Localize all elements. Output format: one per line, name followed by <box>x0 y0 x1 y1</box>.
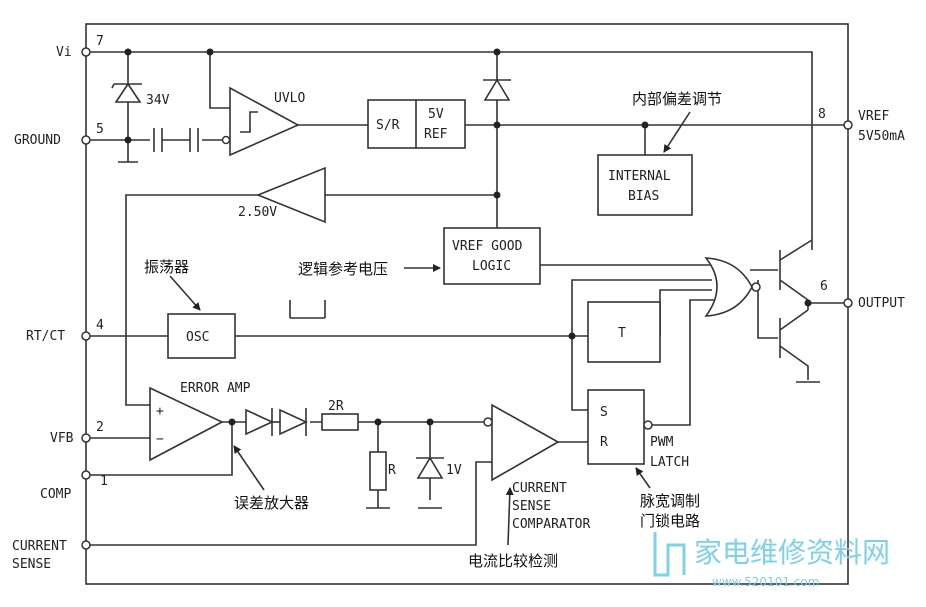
lower-transistor <box>779 309 809 380</box>
error-amp-label: ERROR AMP <box>180 381 251 396</box>
pin-output-number: 6 <box>820 279 828 294</box>
ref-5v-label: 5V <box>428 107 444 122</box>
cs-comp-label-3: COMPARATOR <box>512 517 590 532</box>
osc-block <box>167 313 236 359</box>
pin-ground-number: 5 <box>96 122 104 137</box>
vi-uvlo-wire <box>209 52 230 109</box>
nor-lower-wire <box>757 280 778 339</box>
pin-rtct-label: RT/CT <box>26 329 65 344</box>
cs-comp-label-2: SENSE <box>512 499 551 514</box>
internal-bias-annotation: 内部偏差调节 <box>632 90 722 108</box>
resistor-r <box>369 451 387 491</box>
watermark-logo: 家电维修资料网 www.520101.com <box>653 532 890 589</box>
watermark-title: 家电维修资料网 <box>694 536 890 569</box>
error-amp-block <box>149 386 224 462</box>
vref-good-label-1: VREF GOOD <box>452 239 523 254</box>
pin-ground-label: GROUND <box>14 133 61 148</box>
zener-1v-label: 1V <box>446 463 462 478</box>
latch-s-label: S <box>600 405 608 420</box>
cs-comparator-block <box>491 403 560 482</box>
osc-nor-wire <box>571 279 712 336</box>
cs-comp-bubble <box>483 417 493 427</box>
latch-nor-wire <box>652 299 714 426</box>
error-amp-annotation: 误差放大器 <box>234 494 309 512</box>
ref250-label: 2.50V <box>238 205 277 220</box>
vref-good-label-2: LOGIC <box>472 259 511 274</box>
rail-diode-symbol <box>483 78 511 101</box>
vi-rail <box>90 51 813 250</box>
pin-vi-label: Vi <box>56 45 72 60</box>
resistor-2r <box>321 413 359 431</box>
t-block-label: T <box>618 326 626 341</box>
pin-vi-number: 7 <box>96 34 104 49</box>
uvlo-block <box>229 86 300 157</box>
nor-gate <box>704 257 753 317</box>
internal-bias-label-1: INTERNAL <box>608 169 671 184</box>
resistor-r-label: R <box>388 463 396 478</box>
output-wire <box>807 300 846 310</box>
resistor-2r-label: 2R <box>328 399 344 414</box>
pin-vref-label-1: VREF <box>858 109 889 124</box>
uvlo-label: UVLO <box>274 91 305 106</box>
pin-output-label: OUTPUT <box>858 296 905 311</box>
osc-latch-wire <box>571 336 588 411</box>
internal-bias-block <box>597 154 693 216</box>
pin-comp-label: COMP <box>40 487 71 502</box>
pin-cs-label-2: SENSE <box>12 557 51 572</box>
ref250-to-ea-wire <box>125 194 258 406</box>
capacitor-symbol <box>153 128 199 152</box>
watermark-url: www.520101.com <box>712 575 819 589</box>
latch-r-label: R <box>600 435 608 450</box>
oscillator-annotation: 振荡器 <box>144 258 189 276</box>
zener-34v-label: 34V <box>146 93 170 108</box>
t-block <box>587 301 661 363</box>
latch-q-bubble <box>643 420 653 430</box>
ea-diode-pair <box>245 408 308 436</box>
pwm-label-1: PWM <box>650 435 674 450</box>
hysteresis-icon <box>240 111 258 133</box>
current-sense-annotation: 电流比较检测 <box>468 552 558 570</box>
pin-vref-number: 8 <box>818 107 826 122</box>
nor-bubble <box>751 282 761 292</box>
pin-vref-label-2: 5V50mA <box>858 129 905 144</box>
cs-wire <box>90 461 492 546</box>
pwm-latch-annotation-2: 门锁电路 <box>640 512 700 530</box>
zener-1v-symbol <box>416 456 444 479</box>
pwm-label-2: LATCH <box>650 455 689 470</box>
pin-vfb-number: 2 <box>96 420 104 435</box>
pin-rtct-number: 4 <box>96 318 104 333</box>
pwm-latch-block <box>587 389 645 465</box>
upper-transistor <box>779 239 813 301</box>
pin-cs-label-1: CURRENT <box>12 539 67 554</box>
pin-vfb-label: VFB <box>50 431 74 446</box>
internal-bias-label-2: BIAS <box>628 189 659 204</box>
logic-ref-annotation: 逻辑参考电压 <box>298 260 388 278</box>
ea-minus-label: − <box>156 432 164 447</box>
junction-dots <box>124 48 812 426</box>
pin-comp-number: 1 <box>100 474 108 489</box>
ref-label: REF <box>424 127 448 142</box>
uvlo-ground-node <box>221 135 231 145</box>
ref250-buffer <box>255 166 326 224</box>
sr-label: S/R <box>376 118 400 133</box>
cs-comp-label-1: CURRENT <box>512 481 567 496</box>
ea-plus-label: + <box>156 404 164 419</box>
pwm-latch-annotation-1: 脉宽调制 <box>640 492 700 510</box>
pulse-waveform-icon <box>289 300 326 319</box>
t-nor-wire <box>659 289 712 336</box>
zener-34v-symbol <box>111 82 142 163</box>
osc-label: OSC <box>186 330 209 345</box>
annotation-arrows <box>169 111 691 546</box>
vref-good-block <box>443 227 541 285</box>
comp-wire <box>90 422 233 476</box>
pin-terminals <box>81 47 853 550</box>
